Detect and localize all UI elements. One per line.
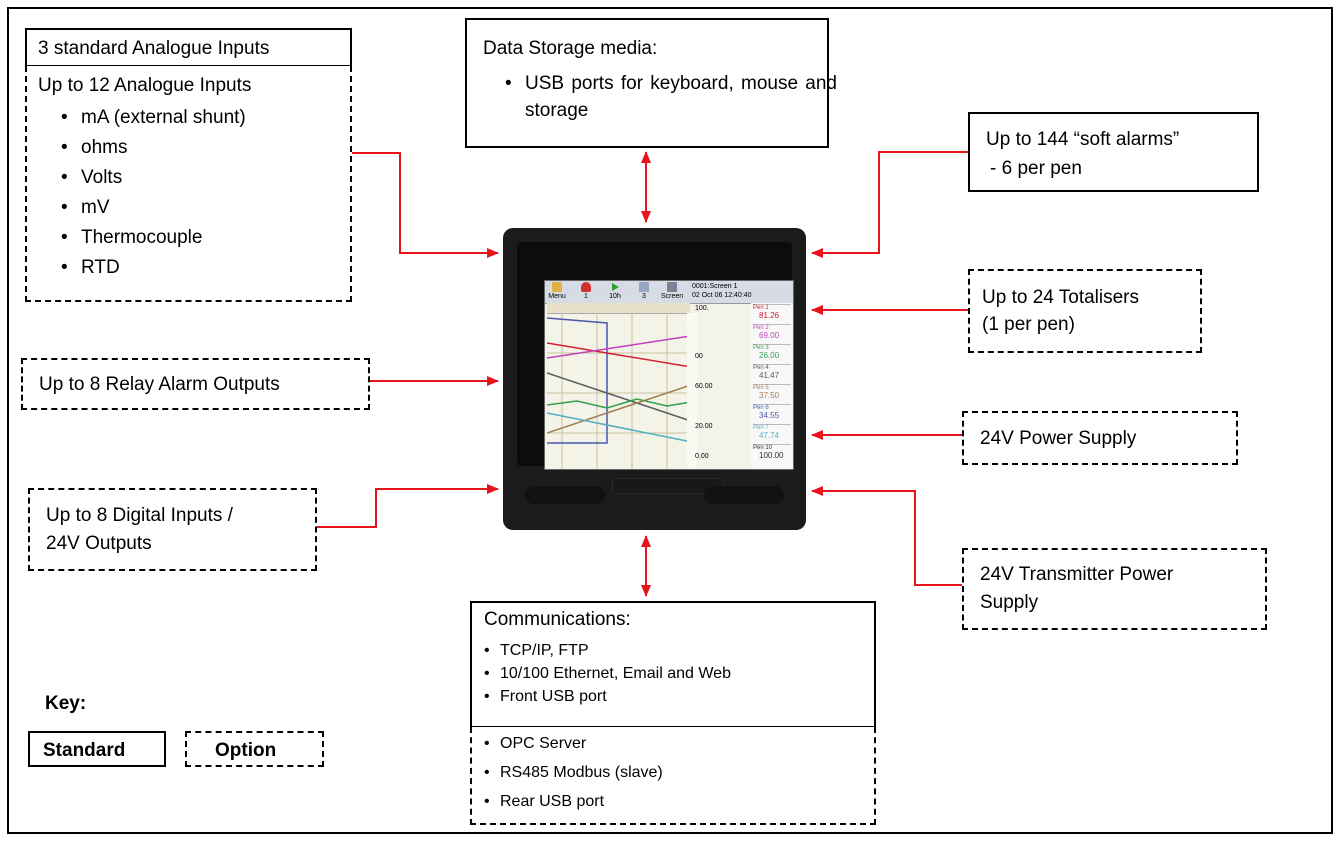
comms-standard-list: TCP/IP, FTP 10/100 Ethernet, Email and W… — [482, 639, 731, 708]
scale-100: 100. — [695, 305, 709, 312]
totalisers-line2: (1 per pen) — [982, 314, 1075, 335]
menu-icon — [552, 282, 562, 292]
comms-title: Communications: — [484, 609, 631, 630]
soft-alarms-line2: - 6 per pen — [990, 158, 1082, 179]
list-item: Rear USB port — [482, 787, 663, 816]
key-option-label: Option — [215, 740, 277, 761]
screen-datetime: 02 Oct 06 12:40:40 — [692, 292, 752, 299]
transmitter-box: 24V Transmitter Power Supply — [962, 548, 1267, 630]
list-item: RTD — [55, 253, 246, 283]
storage-box: Data Storage media: • USB ports for keyb… — [465, 18, 837, 148]
transmitter-line1: 24V Transmitter Power — [980, 564, 1174, 585]
recorder-device: Menu 1 10h 3 Screen 0001:Sc — [503, 228, 806, 530]
storage-title: Data Storage media: — [483, 38, 658, 59]
diagram-frame — [7, 7, 1333, 834]
device-grip — [517, 472, 792, 518]
comms-standard-box: Communications: TCP/IP, FTP 10/100 Ether… — [470, 601, 876, 728]
list-item: Front USB port — [482, 685, 731, 708]
scale-20: 20.00 — [695, 423, 713, 430]
scale-mid: 00 — [695, 353, 703, 360]
list-item: ohms — [55, 133, 246, 163]
page-icon — [639, 282, 649, 292]
play-icon — [612, 283, 619, 291]
toolbar-label: 1 — [584, 293, 588, 300]
key-option-box: Option — [185, 731, 324, 767]
list-item: mA (external shunt) — [55, 103, 246, 133]
digital-line1: Up to 8 Digital Inputs / — [46, 505, 233, 526]
toolbar-pages: 3 — [633, 282, 655, 301]
scale-0: 0.00 — [695, 453, 709, 460]
list-item: Volts — [55, 163, 246, 193]
analogue-option-box: Up to 12 Analogue Inputs mA (external sh… — [25, 66, 352, 302]
arrow-transmitter — [811, 486, 962, 586]
screen-id: 0001:Screen 1 — [692, 283, 738, 290]
list-item: mV — [55, 193, 246, 223]
toolbar-label: Screen — [661, 293, 684, 300]
relay-label: Up to 8 Relay Alarm Outputs — [39, 374, 280, 395]
digital-box: Up to 8 Digital Inputs / 24V Outputs — [28, 488, 317, 571]
scale-60: 60.00 — [695, 383, 713, 390]
comms-option-list: OPC Server RS485 Modbus (slave) Rear USB… — [482, 729, 663, 816]
analogue-standard-box: 3 standard Analogue Inputs — [25, 28, 352, 67]
analogue-standard-label: 3 standard Analogue Inputs — [38, 38, 270, 59]
totalisers-box: Up to 24 Totalisers (1 per pen) — [968, 269, 1202, 353]
toolbar-label: Menu — [548, 293, 566, 300]
list-item: RS485 Modbus (slave) — [482, 758, 663, 787]
power-box: 24V Power Supply — [962, 411, 1238, 465]
key-standard-label: Standard — [43, 740, 126, 761]
arrow-soft-alarms — [811, 151, 968, 258]
trend-chart — [547, 313, 697, 469]
toolbar-alarm: 1 — [575, 282, 597, 301]
key-title: Key: — [45, 693, 87, 714]
toolbar-menu: Menu — [546, 282, 568, 301]
digital-line2: 24V Outputs — [46, 533, 152, 554]
toolbar-play: 10h — [604, 282, 626, 301]
toolbar-label: 10h — [609, 293, 621, 300]
comms-option-box: OPC Server RS485 Modbus (slave) Rear USB… — [470, 727, 876, 825]
arrow-analogue — [352, 152, 499, 258]
analogue-input-list: mA (external shunt) ohms Volts mV Thermo… — [55, 103, 246, 283]
list-item: TCP/IP, FTP — [482, 639, 731, 662]
device-bezel: Menu 1 10h 3 Screen 0001:Sc — [517, 242, 794, 470]
device-screen: Menu 1 10h 3 Screen 0001:Sc — [544, 280, 794, 470]
toolbar-screen: Screen — [661, 282, 683, 301]
grip-slot-left — [525, 486, 605, 504]
time-ticker — [547, 303, 690, 314]
screen-toolbar: Menu 1 10h 3 Screen 0001:Sc — [545, 281, 793, 304]
key-standard-box: Standard — [28, 731, 166, 767]
list-item: 10/100 Ethernet, Email and Web — [482, 662, 731, 685]
screen-icon — [667, 282, 677, 292]
grip-slot-right — [704, 486, 784, 504]
arrow-digital — [317, 484, 499, 528]
alarm-icon — [581, 282, 591, 292]
list-item: OPC Server — [482, 729, 663, 758]
analogue-option-title: Up to 12 Analogue Inputs — [38, 75, 252, 96]
totalisers-line1: Up to 24 Totalisers — [982, 287, 1140, 308]
bullet: • — [505, 73, 512, 94]
soft-alarms-box: Up to 144 “soft alarms” - 6 per pen — [968, 112, 1259, 192]
toolbar-label: 3 — [642, 293, 646, 300]
storage-item: • USB ports for keyboard, mouse and stor… — [505, 70, 837, 124]
storage-item-text: USB ports for keyboard, mouse and storag… — [525, 73, 837, 121]
transmitter-line2: Supply — [980, 592, 1039, 613]
soft-alarms-line1: Up to 144 “soft alarms” — [986, 129, 1180, 150]
power-label: 24V Power Supply — [980, 428, 1137, 449]
relay-box: Up to 8 Relay Alarm Outputs — [21, 358, 370, 410]
list-item: Thermocouple — [55, 223, 246, 253]
